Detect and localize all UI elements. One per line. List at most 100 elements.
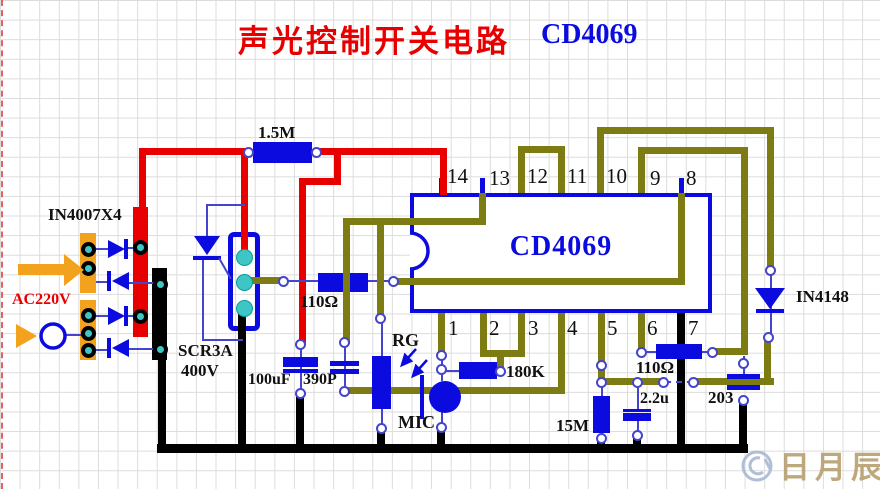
link-d3-l <box>96 315 108 317</box>
wire-pin4-v <box>558 313 565 394</box>
bridge-diode-4-icon <box>107 338 129 358</box>
resistor-1.5m-label: 1.5M <box>258 123 296 142</box>
photoresistor-label: RG <box>392 330 419 350</box>
junction-node-9 <box>295 388 306 399</box>
photoresistor-body <box>372 356 391 409</box>
link-scr-cathode-v <box>202 257 204 341</box>
link-lamp-h <box>66 334 88 336</box>
junction-node-1 <box>243 147 254 158</box>
resistor-15m-label: 15M <box>556 416 590 435</box>
dc-bus-bar-red <box>133 207 148 337</box>
wire-pin8-int-v <box>678 193 685 285</box>
link-d4-r <box>128 348 161 350</box>
wire-390p-top-v <box>343 218 350 344</box>
wire-red-top-left-h <box>139 148 251 155</box>
wire-u1211-h <box>518 146 565 153</box>
junction-node-2 <box>311 147 322 158</box>
wire-pin13-h <box>343 218 486 225</box>
junction-node-14 <box>495 366 506 377</box>
junction-node-19 <box>632 430 643 441</box>
wire-red-branch-v2 <box>299 178 306 345</box>
wire-pin1-v <box>438 313 445 358</box>
wire-pin9-right-v <box>741 147 748 355</box>
bridge-label: IN4007X4 <box>48 205 122 224</box>
pin-label-8: 8 <box>686 166 697 190</box>
wire-red-left-v <box>139 150 146 210</box>
junction-node-8 <box>295 339 306 350</box>
resistor-180k-label: 180K <box>506 362 545 381</box>
pin-label-2: 2 <box>489 316 500 340</box>
link-d4-l <box>96 349 108 351</box>
wire-pin6-v <box>638 313 645 354</box>
resistor-110a-label: 110Ω <box>300 292 339 311</box>
wire-rg-top-v <box>377 218 384 320</box>
junction-node-17 <box>596 433 607 444</box>
cap-203-plate-a <box>727 374 760 379</box>
wire-pin2-v <box>480 313 487 356</box>
terminal-dot-4 <box>81 326 96 341</box>
wire-red-scr-v <box>241 150 248 257</box>
wire-203-gnd-v <box>739 401 747 447</box>
cap-100uf-plate-a <box>283 357 318 367</box>
pin-label-3: 3 <box>528 316 539 340</box>
wire-red-branch-v1 <box>334 148 341 185</box>
wire-pin9-v <box>638 147 645 193</box>
scr-module-terminal-1 <box>236 249 253 266</box>
pin-label-13: 13 <box>489 166 510 190</box>
cap-203-plate-b <box>727 385 760 390</box>
resistor-1.5m-body <box>253 142 312 163</box>
cap-203-label: 203 <box>708 388 734 407</box>
watermark-logo-icon <box>741 450 773 482</box>
pin-label-1: 1 <box>448 316 459 340</box>
ic-pin-stub-top-13 <box>480 178 485 193</box>
resistor-110b-body <box>656 344 702 359</box>
junction-node-20 <box>636 347 647 358</box>
wire-mic-gnd-v <box>437 430 445 447</box>
wire-scr-gate-h <box>246 277 286 284</box>
pin-label-5: 5 <box>607 316 618 340</box>
link-scr-cathode-h <box>202 339 243 341</box>
link-dashed-seg <box>665 381 693 383</box>
pin-label-7: 7 <box>688 316 699 340</box>
wire-22u-gnd-v <box>633 438 641 447</box>
terminal-dot-1 <box>81 242 96 257</box>
terminal-dot-2 <box>81 261 96 276</box>
pin-label-4: 4 <box>567 316 578 340</box>
terminal-dot-7 <box>133 309 148 324</box>
scr-module-terminal-3 <box>236 300 253 317</box>
link-in4148-v <box>770 272 772 338</box>
wire-red-branch-h <box>299 178 341 185</box>
link-d2-l <box>96 281 108 283</box>
junction-node-25 <box>738 395 749 406</box>
terminal-dot-5 <box>81 343 96 358</box>
junction-node-4 <box>388 276 399 287</box>
terminal-dot-8 <box>153 277 168 292</box>
wire-rg-gnd-v <box>377 431 385 447</box>
cap-2.2u-plate-a <box>623 409 651 412</box>
scr-module-terminal-2 <box>236 274 253 291</box>
scr-label-2: 400V <box>181 361 219 380</box>
cap-100uf-label: 100uF <box>248 371 291 388</box>
junction-node-12 <box>436 364 447 375</box>
pin-label-6: 6 <box>647 316 658 340</box>
link-scr-anode-h <box>206 204 245 206</box>
wire-pin3-v <box>518 313 525 356</box>
cap-2.2u-label: 2.2u <box>640 390 669 407</box>
ic-name-label: CD4069 <box>509 231 613 262</box>
pin-label-11: 11 <box>567 164 588 188</box>
terminal-dot-9 <box>153 342 168 357</box>
link-d1-l <box>96 248 108 250</box>
wire-u23-h <box>480 350 525 357</box>
wire-pin10-v <box>597 127 604 193</box>
wire-pin10-right-v <box>767 127 774 272</box>
wire-pin13-int-v <box>479 193 486 225</box>
link-15m-top-v <box>601 384 603 398</box>
link-180k-left-h <box>443 370 460 372</box>
bridge-diode-3-icon <box>108 306 128 326</box>
junction-node-18 <box>632 377 643 388</box>
bridge-diode-1-icon <box>108 239 128 259</box>
wire-15m-gnd-v <box>597 441 605 447</box>
scr-label-1: SCR3A <box>178 341 233 360</box>
junction-node-6 <box>375 313 386 324</box>
